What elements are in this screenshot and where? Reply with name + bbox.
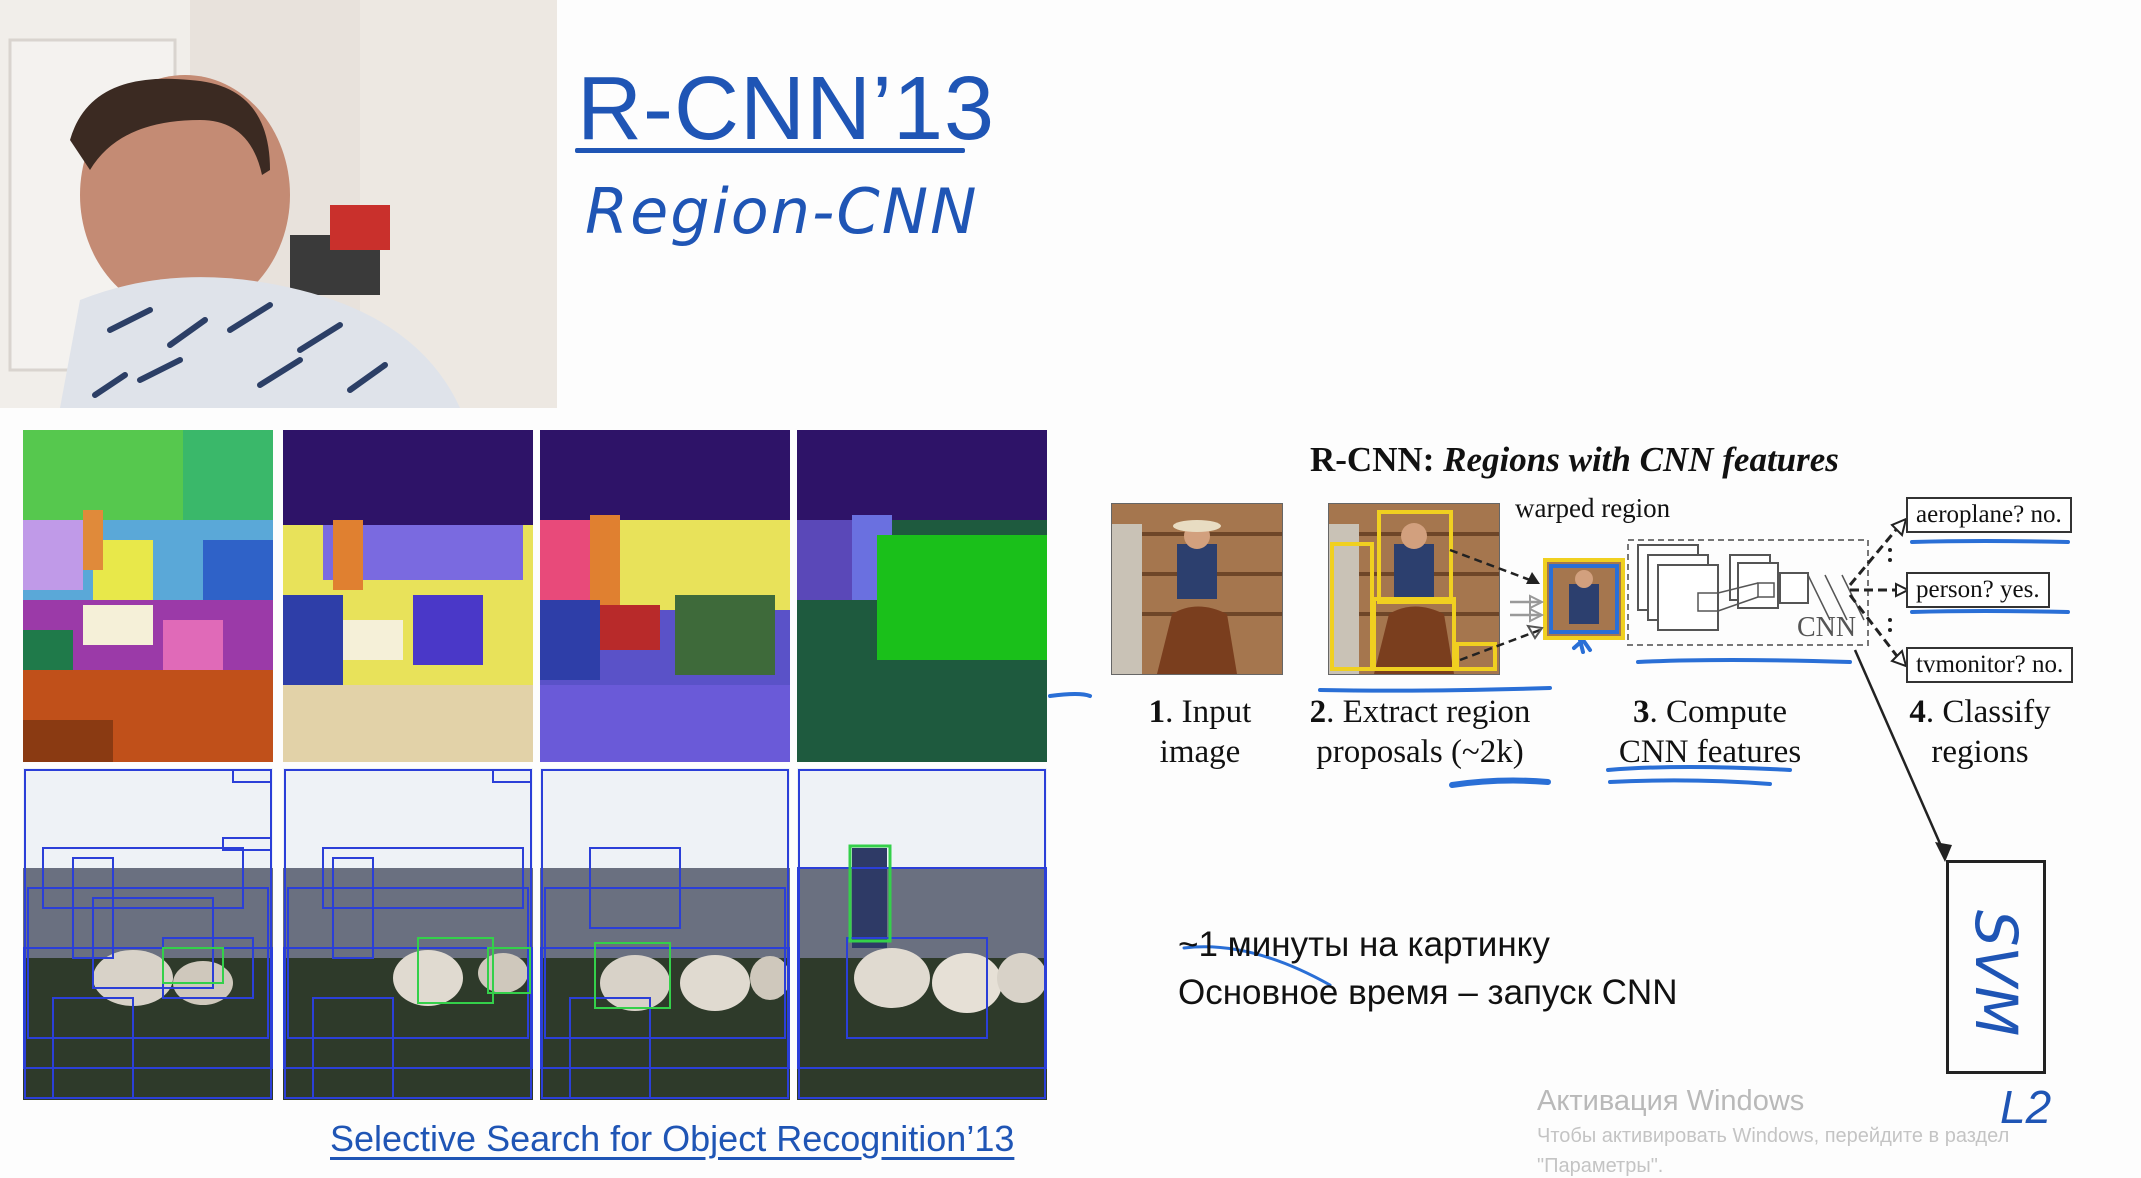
segmentation-image-3 bbox=[540, 430, 790, 762]
windows-activation-text: Чтобы активировать Windows, перейдите в … bbox=[1537, 1125, 2010, 1147]
detection-image-1 bbox=[23, 768, 273, 1100]
webcam-feed bbox=[0, 0, 557, 408]
class-query-tvmonitor: tvmonitor? no. bbox=[1906, 647, 2074, 683]
segmentation-image-1 bbox=[23, 430, 273, 762]
svm-handwritten-text: SVM bbox=[1962, 909, 2030, 1037]
pen-underline-aeroplane bbox=[1910, 539, 2070, 544]
selective-search-caption: Selective Search for Object Recognition’… bbox=[330, 1118, 1015, 1159]
pen-underline-cnn-box bbox=[1636, 658, 1852, 664]
proposals-image bbox=[1328, 503, 1500, 675]
title-underline bbox=[575, 148, 965, 153]
pen-underline-person bbox=[1910, 609, 2070, 614]
svm-handwritten-box: SVM bbox=[1946, 860, 2046, 1074]
cnn-diagram bbox=[1627, 539, 1869, 646]
timing-note: ~1 минуты на картинку bbox=[1178, 925, 1550, 964]
pen-arrow-warped bbox=[1572, 637, 1592, 654]
pen-underline-proposals bbox=[1318, 686, 1552, 693]
windows-activation-title: Активация Windows bbox=[1537, 1085, 1805, 1117]
warped-region-label: warped region bbox=[1515, 493, 1671, 523]
cnn-label: CNN bbox=[1797, 612, 1857, 643]
class-arrows bbox=[1848, 517, 1910, 668]
l2-handwritten-note: L2 bbox=[2000, 1081, 2052, 1133]
segmentation-image-4 bbox=[797, 430, 1047, 762]
class-query-aeroplane: aeroplane? no. bbox=[1906, 497, 2072, 533]
input-image bbox=[1111, 503, 1283, 675]
presenter-video bbox=[0, 0, 557, 408]
warped-region-image bbox=[1543, 558, 1625, 640]
slide-subtitle-handwritten: Region-CNN bbox=[585, 175, 979, 248]
detection-image-4 bbox=[797, 768, 1047, 1100]
pen-underline-minute bbox=[1182, 945, 1332, 987]
figure-title: R-CNN: Regions with CNN features bbox=[1310, 440, 1839, 479]
class-query-person: person? yes. bbox=[1906, 572, 2050, 608]
pen-underline-cnn-1 bbox=[1606, 765, 1792, 772]
detection-image-3 bbox=[540, 768, 790, 1100]
segmentation-image-2 bbox=[283, 430, 533, 762]
pen-underline-2k bbox=[1449, 777, 1551, 788]
pen-connector-stroke bbox=[1048, 692, 1092, 698]
proposal-arrows bbox=[1449, 548, 1545, 662]
windows-activation-link[interactable]: "Параметры". bbox=[1537, 1155, 1664, 1177]
arrow-to-svm bbox=[1853, 649, 1952, 862]
pen-underline-cnn-2 bbox=[1608, 778, 1772, 786]
detection-image-2 bbox=[283, 768, 533, 1100]
bottleneck-note: Основное время – запуск CNN bbox=[1178, 973, 1678, 1012]
slide-title: R-CNN’13 bbox=[577, 59, 996, 159]
